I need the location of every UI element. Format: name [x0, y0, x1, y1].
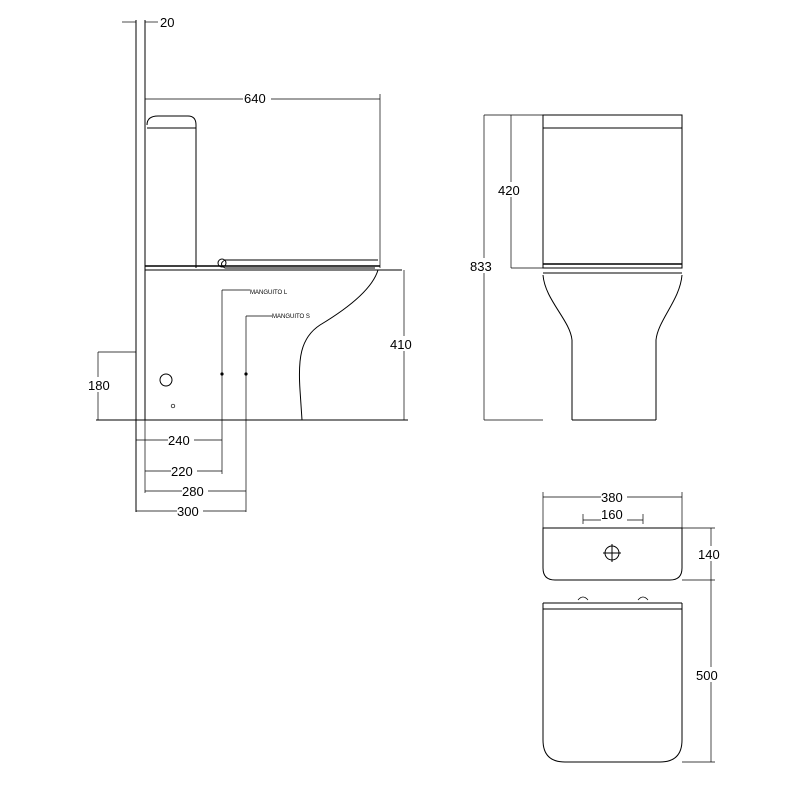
dim-220-bg — [171, 464, 197, 478]
hinge-left — [577, 596, 589, 601]
dim-160-bg — [601, 507, 627, 521]
dim-140-bg — [698, 546, 724, 561]
inlet-circle-small — [170, 403, 176, 409]
dim-640-label: 640 — [244, 91, 266, 106]
dim-140-label: 140 — [698, 547, 720, 562]
dim-240-label: 240 — [168, 433, 190, 448]
cistern-outline — [146, 115, 197, 268]
dim-833-bg — [470, 258, 496, 273]
dim-420-bg — [498, 182, 524, 197]
flush-button-circle — [604, 545, 620, 561]
dim-220-label: 220 — [171, 464, 193, 479]
dim-380-label: 380 — [601, 490, 623, 505]
dim-180-bg — [88, 377, 114, 392]
bowl-front-curve — [298, 269, 379, 421]
label-manguito-s: MANGUITO S — [272, 314, 310, 320]
side-view: 20 640 MANGUITO L MANGUITO S — [88, 15, 416, 519]
dim-500-bg — [696, 667, 722, 682]
dim-180-label: 180 — [88, 378, 110, 393]
front-bowl-right — [655, 274, 683, 420]
front-bowl-left — [542, 274, 573, 420]
dim-410-bg — [390, 336, 416, 351]
dim-160-label: 160 — [601, 507, 623, 522]
top-view: 380 160 140 500 — [542, 490, 724, 763]
pipe-l-dot — [220, 372, 224, 376]
dim-410-label: 410 — [390, 337, 412, 352]
dim-833-label: 833 — [470, 259, 492, 274]
inlet-circle-large — [159, 373, 173, 387]
top-bowl — [542, 603, 683, 763]
front-view: 833 420 — [470, 114, 683, 421]
dim-500-label: 500 — [696, 668, 718, 683]
dim-240-bg — [168, 433, 194, 447]
dim-380-bg — [601, 490, 627, 504]
top-cistern — [542, 527, 683, 581]
dim-640-bg — [243, 90, 271, 104]
dim-280-label: 280 — [182, 484, 204, 499]
dim-300-label: 300 — [177, 504, 199, 519]
dim-300-bg — [177, 504, 203, 518]
hinge-circle — [217, 258, 227, 268]
label-manguito-l: MANGUITO L — [250, 290, 288, 296]
lid-edge — [221, 259, 375, 269]
pipe-s-dot — [244, 372, 248, 376]
front-cistern — [542, 114, 683, 269]
dim-20-label: 20 — [160, 15, 174, 30]
dim-280-bg — [182, 484, 208, 498]
hinge-right — [637, 596, 649, 601]
dim-420-label: 420 — [498, 183, 520, 198]
